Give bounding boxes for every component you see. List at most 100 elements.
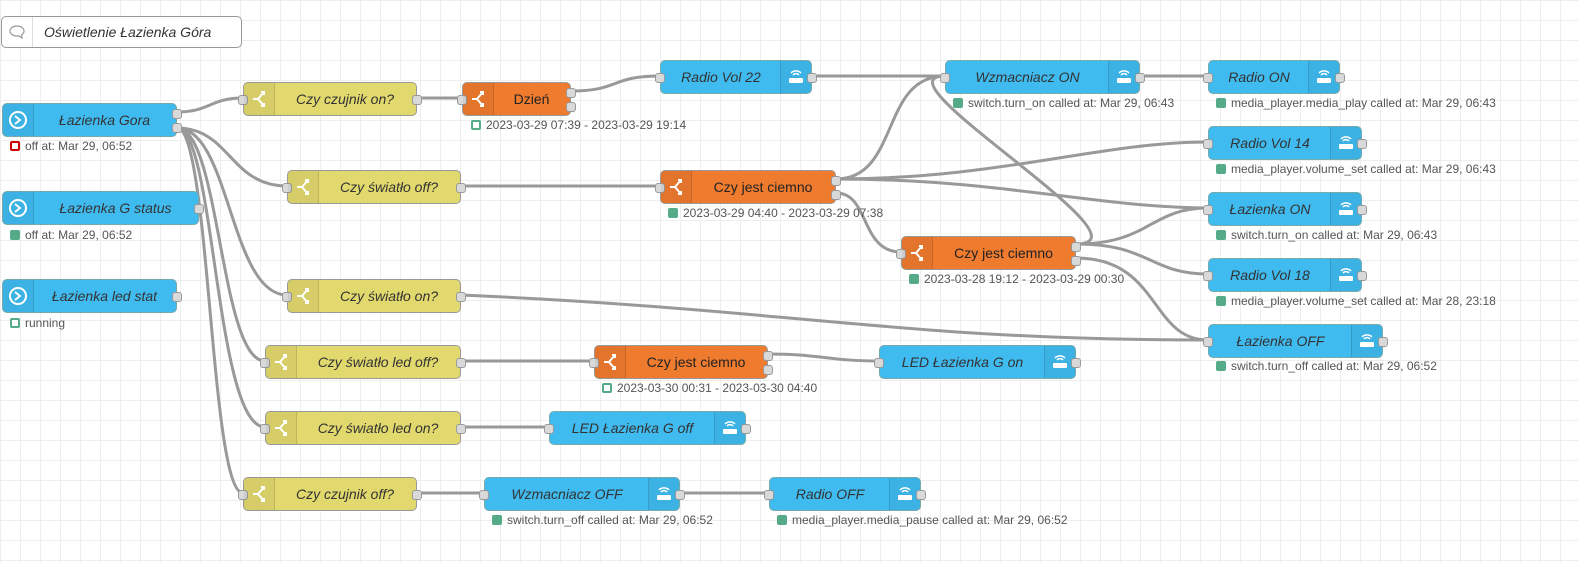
node-label: Radio ON <box>1228 69 1290 85</box>
output-port[interactable] <box>1071 358 1081 368</box>
router-icon <box>780 61 811 93</box>
input-port[interactable] <box>544 424 554 434</box>
input-port[interactable] <box>238 95 248 105</box>
node-radio-off[interactable]: Radio OFF <box>764 477 926 511</box>
status-dot-icon <box>10 318 20 328</box>
node-czy-swiatlo-led-off[interactable]: Czy światło led off? <box>260 345 466 379</box>
output-port[interactable] <box>675 490 685 500</box>
status-dot-icon <box>1216 164 1226 174</box>
home-assistant-icon <box>3 192 34 224</box>
comment-node[interactable]: Oświetlenie Łazienka Góra <box>1 16 242 48</box>
node-czy-swiatlo-led-on[interactable]: Czy światło led on? <box>260 411 466 445</box>
node-label: Łazienka OFF <box>1236 333 1325 349</box>
router-icon <box>714 412 745 444</box>
node-led-lazienka-g-on[interactable]: LED Łazienka G on <box>874 345 1081 379</box>
node-czy-czujnik-on[interactable]: Czy czujnik on? <box>238 82 422 116</box>
node-status: 2023-03-28 19:12 - 2023-03-29 00:30 <box>909 272 1124 286</box>
output-port[interactable] <box>172 123 182 133</box>
node-lazienka-on[interactable]: Łazienka ON <box>1203 192 1367 226</box>
node-lazienka-led-stat[interactable]: Łazienka led stat <box>2 279 182 313</box>
input-port[interactable] <box>655 183 665 193</box>
node-czy-swiatlo-off[interactable]: Czy światło off? <box>282 170 466 204</box>
input-port[interactable] <box>260 424 270 434</box>
input-port[interactable] <box>1203 271 1213 281</box>
input-port[interactable] <box>764 490 774 500</box>
output-port[interactable] <box>916 490 926 500</box>
output-port[interactable] <box>566 88 576 98</box>
output-port[interactable] <box>763 351 773 361</box>
input-port[interactable] <box>1203 139 1213 149</box>
output-port[interactable] <box>807 73 817 83</box>
output-port[interactable] <box>1357 271 1367 281</box>
input-port[interactable] <box>238 490 248 500</box>
node-czy-jest-ciemno-1[interactable]: Czy jest ciemno <box>655 170 841 204</box>
output-port[interactable] <box>412 95 422 105</box>
input-port[interactable] <box>874 358 884 368</box>
node-czy-jest-ciemno-3[interactable]: Czy jest ciemno <box>589 345 773 379</box>
output-port[interactable] <box>456 292 466 302</box>
node-czy-czujnik-off[interactable]: Czy czujnik off? <box>238 477 422 511</box>
output-port[interactable] <box>412 490 422 500</box>
home-assistant-icon <box>3 280 34 312</box>
node-czy-swiatlo-on[interactable]: Czy światło on? <box>282 279 466 313</box>
wire <box>1075 242 1209 276</box>
output-port[interactable] <box>456 183 466 193</box>
node-lazienka-g-status[interactable]: Łazienka G status <box>2 191 204 225</box>
output-port[interactable] <box>1357 139 1367 149</box>
output-port[interactable] <box>194 204 204 214</box>
input-port[interactable] <box>1203 337 1213 347</box>
wire <box>1075 256 1209 342</box>
input-port[interactable] <box>896 249 906 259</box>
output-port[interactable] <box>831 176 841 186</box>
node-lazienka-off[interactable]: Łazienka OFF <box>1203 324 1388 358</box>
input-port[interactable] <box>940 73 950 83</box>
comment-text: Oświetlenie Łazienka Góra <box>44 24 212 40</box>
output-port[interactable] <box>763 365 773 375</box>
output-port[interactable] <box>172 109 182 119</box>
node-radio-vol-14[interactable]: Radio Vol 14 <box>1203 126 1367 160</box>
router-icon <box>1330 127 1361 159</box>
node-label: Czy czujnik on? <box>295 91 395 107</box>
output-port[interactable] <box>456 358 466 368</box>
input-port[interactable] <box>282 183 292 193</box>
node-czy-jest-ciemno-2[interactable]: Czy jest ciemno <box>896 236 1081 270</box>
wire <box>835 140 1209 181</box>
output-port[interactable] <box>741 424 751 434</box>
node-status: media_player.volume_set called at: Mar 2… <box>1216 294 1496 308</box>
node-lazienka-gora[interactable]: Łazienka Gora <box>2 103 182 137</box>
wire <box>767 352 880 363</box>
output-port[interactable] <box>1335 73 1345 83</box>
input-port[interactable] <box>655 73 665 83</box>
node-radio-on[interactable]: Radio ON <box>1203 60 1345 94</box>
output-port[interactable] <box>1378 337 1388 347</box>
node-dzien[interactable]: Dzień <box>457 82 576 116</box>
node-wzmacniacz-on[interactable]: Wzmacniacz ON <box>940 60 1145 94</box>
node-label: Wzmacniacz OFF <box>511 486 623 502</box>
node-wzmacniacz-off[interactable]: Wzmacniacz OFF <box>479 477 685 511</box>
input-port[interactable] <box>282 292 292 302</box>
input-port[interactable] <box>589 358 599 368</box>
node-radio-vol-22[interactable]: Radio Vol 22 <box>655 60 817 94</box>
input-port[interactable] <box>479 490 489 500</box>
router-icon <box>1330 259 1361 291</box>
output-port[interactable] <box>1071 256 1081 266</box>
output-port[interactable] <box>456 424 466 434</box>
output-port[interactable] <box>172 292 182 302</box>
switch-icon <box>244 478 275 510</box>
node-label: Czy światło off? <box>339 179 439 195</box>
node-radio-vol-18[interactable]: Radio Vol 18 <box>1203 258 1367 292</box>
node-label: Radio Vol 22 <box>681 69 761 85</box>
node-led-lazienka-g-off[interactable]: LED Łazienka G off <box>544 411 751 445</box>
input-port[interactable] <box>457 95 467 105</box>
node-status: switch.turn_on called at: Mar 29, 06:43 <box>1216 228 1437 242</box>
input-port[interactable] <box>260 358 270 368</box>
status-dot-icon <box>1216 361 1226 371</box>
output-port[interactable] <box>566 102 576 112</box>
output-port[interactable] <box>1357 205 1367 215</box>
wire <box>835 191 902 254</box>
input-port[interactable] <box>1203 205 1213 215</box>
output-port[interactable] <box>1135 73 1145 83</box>
output-port[interactable] <box>1071 242 1081 252</box>
input-port[interactable] <box>1203 73 1213 83</box>
output-port[interactable] <box>831 190 841 200</box>
